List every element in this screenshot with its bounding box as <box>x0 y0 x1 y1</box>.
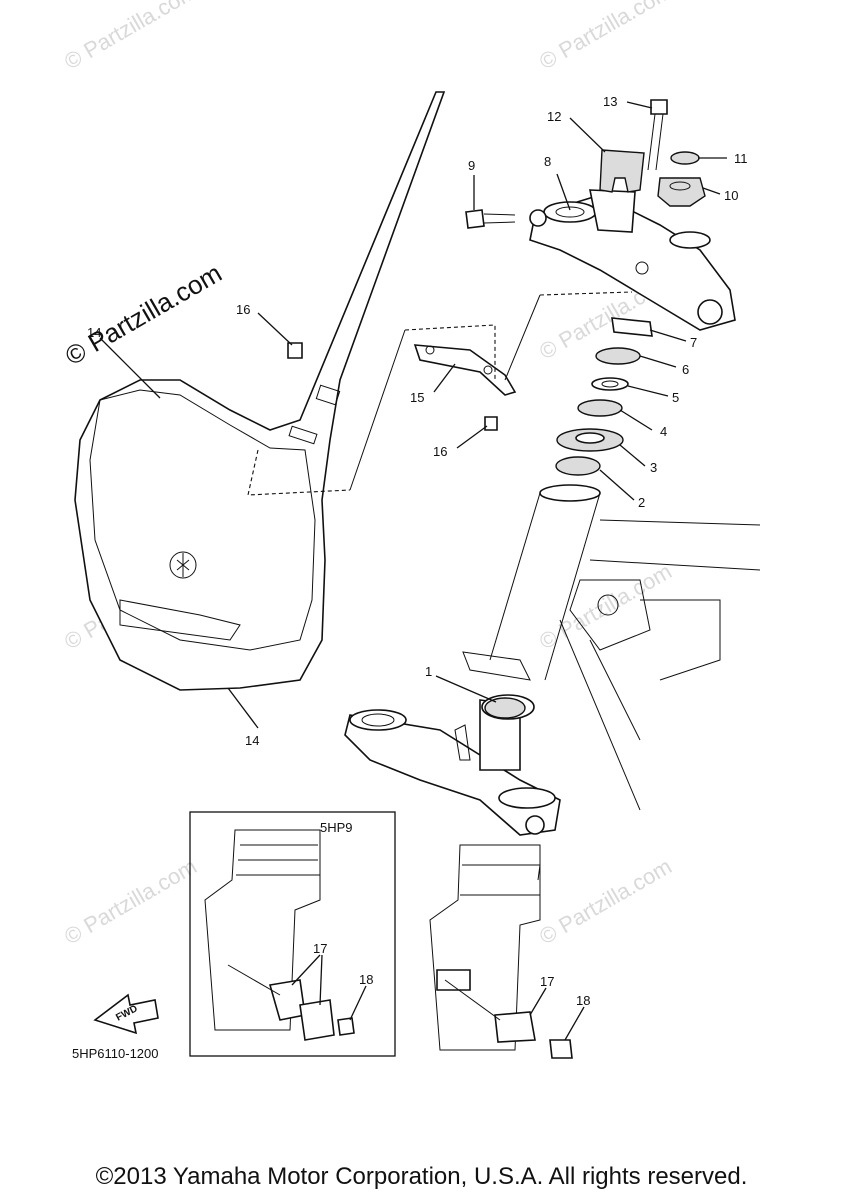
part-label-4: 4 <box>660 424 667 439</box>
copyright-notice: ©2013 Yamaha Motor Corporation, U.S.A. A… <box>95 1163 748 1190</box>
part-label-7: 7 <box>690 335 697 350</box>
part-label-2: 2 <box>638 495 645 510</box>
number-plate <box>74 91 446 691</box>
inset-model-label: 5HP9 <box>320 820 353 835</box>
fork-guards <box>93 811 573 1059</box>
part-label-14-overlap: 14 <box>87 325 101 340</box>
parts-diagram: © Partzilla.com © Partzilla.com © Partzi… <box>60 0 761 1061</box>
part-label-1: 1 <box>425 664 432 679</box>
part-label-8: 8 <box>544 154 551 169</box>
part-label-10: 10 <box>724 188 738 203</box>
part-label-17: 17 <box>313 941 327 956</box>
part-label-15: 15 <box>410 390 424 405</box>
upper-bracket <box>529 189 736 331</box>
watermark-text: © Partzilla.com <box>60 0 201 74</box>
watermark-text: © Partzilla.com <box>535 559 676 655</box>
part-label-5: 5 <box>672 390 679 405</box>
part-label-3: 3 <box>650 460 657 475</box>
frame-head-pipe <box>462 484 761 811</box>
part-label-11: 11 <box>734 151 748 166</box>
part-label-6: 6 <box>682 362 689 377</box>
part-labels: 1 2 3 4 5 6 7 8 9 10 11 12 13 14 15 16 1… <box>87 94 748 1008</box>
part-label-16b: 16 <box>433 444 447 459</box>
part-label-12: 12 <box>547 109 561 124</box>
watermark-text-dark: © Partzilla.com <box>60 258 227 372</box>
part-label-14: 14 <box>245 733 259 748</box>
watermark-text: © Partzilla.com <box>60 854 201 950</box>
stem-parts <box>287 99 706 719</box>
inset-frame <box>189 811 396 1057</box>
part-label-13: 13 <box>603 94 617 109</box>
part-label-9: 9 <box>468 158 475 173</box>
part-label-17b: 17 <box>540 974 554 989</box>
watermark-text: © Partzilla.com <box>535 0 676 74</box>
part-label-18: 18 <box>359 972 373 987</box>
leader-lines <box>99 101 727 1041</box>
under-bracket <box>344 694 561 836</box>
watermark-text: © Partzilla.com <box>535 854 676 950</box>
part-label-18b: 18 <box>576 993 590 1008</box>
drawing-code: 5HP6110-1200 <box>72 1046 159 1061</box>
part-label-16: 16 <box>236 302 250 317</box>
